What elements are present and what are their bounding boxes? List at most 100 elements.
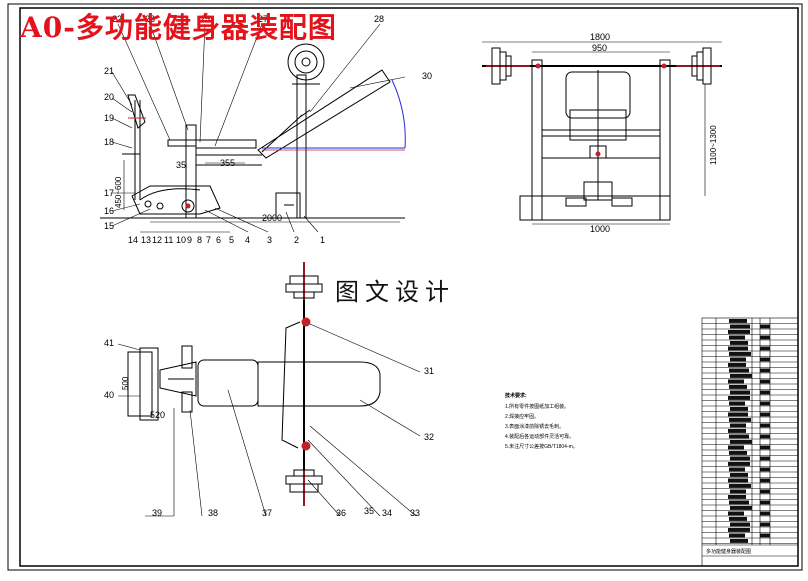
leg-unit-inner xyxy=(139,347,159,421)
callout-34: 34 xyxy=(382,508,392,518)
callout-41: 41 xyxy=(104,338,114,348)
leader-37 xyxy=(227,389,267,517)
callout-18: 18 xyxy=(104,137,114,147)
callout-3: 3 xyxy=(267,235,272,245)
plate-bottom-2 xyxy=(289,483,319,493)
backrest-plan xyxy=(257,361,381,407)
weight-plate-side xyxy=(287,43,325,81)
post-plan xyxy=(181,345,193,369)
parts-list-cell-mark xyxy=(729,352,751,356)
parts-list-cell-mark xyxy=(729,434,749,439)
leader-2 xyxy=(285,211,295,233)
parts-list-cell-mark xyxy=(730,341,748,345)
front-foot xyxy=(275,192,301,219)
parts-list-cell-mark xyxy=(728,330,750,334)
parts-list-cell-mark xyxy=(760,533,770,538)
parts-list-cell-mark xyxy=(730,506,752,510)
callout-37: 37 xyxy=(262,508,272,518)
callout-21: 21 xyxy=(104,66,114,76)
parts-list-cell-mark xyxy=(729,533,745,538)
callout-19a: 19 xyxy=(104,113,114,123)
pivot-hub xyxy=(185,203,191,209)
callout-8: 8 xyxy=(197,235,202,245)
parts-list-cell-mark xyxy=(728,462,750,466)
callout-32: 32 xyxy=(424,432,434,442)
note-line-3: 3.表面涂漆前除锈去毛刺。 xyxy=(505,423,564,430)
parts-list-cell-mark xyxy=(729,368,749,373)
parts-list-cell-mark xyxy=(730,357,746,362)
plate-top-3 xyxy=(293,291,315,299)
roller xyxy=(156,202,164,210)
parts-list-cell-mark xyxy=(760,423,770,428)
parts-list-cell-mark xyxy=(729,319,747,323)
parts-list-cell-mark xyxy=(730,407,748,411)
leg-lever-plan xyxy=(159,361,197,397)
leg-pad-top xyxy=(127,94,146,129)
parts-list-cell-mark xyxy=(730,473,748,477)
leader-4 xyxy=(204,209,249,233)
parts-list-cell-mark xyxy=(760,456,770,461)
callout-30: 30 xyxy=(422,71,432,81)
leader-3 xyxy=(214,207,269,233)
leader-15 xyxy=(111,208,151,227)
plate-left-3 xyxy=(505,55,512,77)
weight-plate-side-hub xyxy=(301,57,311,67)
note-line-5: 5.未注尺寸公差按GB/T1804-m。 xyxy=(505,443,578,450)
parts-list-cell-mark xyxy=(760,346,770,351)
callout-6: 6 xyxy=(216,235,221,245)
drawing-title: A0-多功能健身器装配图 xyxy=(20,11,337,44)
front-upright xyxy=(296,74,307,219)
callout-17: 17 xyxy=(104,188,114,198)
leader-1 xyxy=(303,215,319,233)
parts-list-cell-mark xyxy=(760,445,770,450)
leader-16 xyxy=(111,203,141,212)
foot-pad-left xyxy=(565,197,587,207)
leader-21 xyxy=(111,71,133,106)
callout-10: 10 xyxy=(176,235,186,245)
plan-view-labels: 41 40 39 38 37 36 35 34 33 32 31 520 500 xyxy=(104,338,434,518)
parts-list-cell-mark xyxy=(729,385,747,389)
leader-41 xyxy=(117,343,141,351)
dim-950: 950 xyxy=(592,43,607,53)
callout-9: 9 xyxy=(187,235,192,245)
side-view xyxy=(100,23,406,233)
right-clamp xyxy=(661,63,667,69)
leader-30 xyxy=(349,76,406,89)
callout-2: 2 xyxy=(294,235,299,245)
parts-list-cell-mark xyxy=(760,412,770,417)
dim-1800: 1800 xyxy=(590,32,610,42)
dim-1100-1300: 1100~1300 xyxy=(709,125,718,165)
callout-39: 39 xyxy=(152,508,162,518)
callout-15: 15 xyxy=(104,221,114,231)
parts-list-cell-mark xyxy=(760,368,770,373)
callout-12: 12 xyxy=(152,235,162,245)
parts-list-cell-mark xyxy=(728,429,746,433)
weight-plate-side-inner xyxy=(294,50,318,74)
parts-list-cell-mark xyxy=(728,495,746,499)
callout-35: 35 xyxy=(364,506,374,516)
parts-list-cell-mark xyxy=(760,467,770,472)
pivot-gear xyxy=(181,199,195,213)
parts-list-cell-mark xyxy=(760,335,770,340)
foot-pad-right xyxy=(611,197,633,207)
parts-list-cell-mark xyxy=(730,489,746,494)
post-plan-2 xyxy=(181,391,193,413)
callout-20: 20 xyxy=(104,92,114,102)
callout-7: 7 xyxy=(206,235,211,245)
notes-heading: 技术要求: xyxy=(505,392,527,399)
leader-36 xyxy=(307,479,341,517)
parts-list-cell-mark xyxy=(730,539,748,543)
parts-list-cell-mark xyxy=(728,511,744,516)
front-view xyxy=(482,41,722,225)
parts-list-cell-mark xyxy=(729,517,747,521)
parts-list-cell-mark xyxy=(729,401,745,406)
parts-list-cell-mark xyxy=(729,467,745,472)
callout-4: 4 xyxy=(245,235,250,245)
leader-28 xyxy=(309,23,381,113)
leg-lever-curve xyxy=(139,188,201,201)
parts-list-cell-mark xyxy=(760,357,770,362)
parts-list-rows xyxy=(702,319,798,544)
plate-top-2 xyxy=(289,275,319,285)
dim-450-600: 450~600 xyxy=(114,176,123,208)
